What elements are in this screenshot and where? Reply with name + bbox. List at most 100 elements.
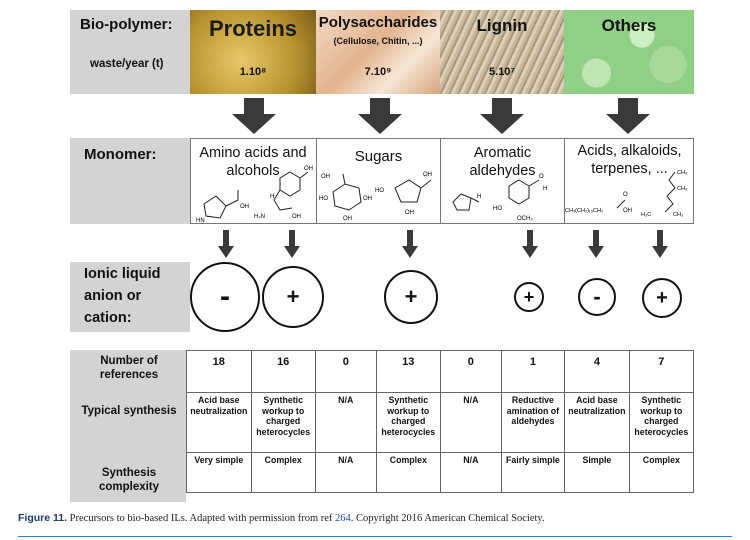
arrow-proteins	[232, 98, 276, 134]
synthesis-cell: Acid base neutralization	[186, 392, 252, 453]
small-arrow-5	[588, 230, 604, 258]
tyrosine-structure: OH H₂N H OH	[254, 166, 313, 220]
glucose-ho: HO	[319, 196, 328, 202]
tyrosine-nh2: H₂N	[254, 214, 265, 220]
proline-oh: OH	[240, 204, 249, 210]
references-cell: 0	[439, 350, 502, 393]
synthesis-cell: Synthetic workup to charged heterocycles	[628, 392, 695, 453]
monomer-amino-text: Amino acids and alcohols	[199, 145, 307, 179]
furfural-h: H	[477, 194, 481, 200]
table-row-header-background	[70, 350, 186, 502]
complexity-cell: Very simple	[186, 452, 252, 493]
ion-circle-6: +	[642, 278, 682, 318]
furfural-structure: H	[452, 193, 481, 211]
glucose-oh-right: OH	[363, 196, 372, 202]
references-table: 18 16 0 13 0 1 4 7 Acid base neutralizat…	[186, 350, 695, 493]
glucose-oh-bottom: OH	[343, 216, 352, 222]
caption-tail: . Copyright 2016 American Chemical Socie…	[350, 513, 545, 524]
synthesis-cell: Acid base neutralization	[564, 392, 630, 453]
caption-ref-link[interactable]: 264	[335, 513, 351, 524]
complexity-cell: N/A	[314, 452, 377, 493]
glucose-oh-top: OH	[321, 174, 330, 180]
arrow-others	[606, 98, 650, 134]
ion-circle-2: +	[262, 266, 324, 328]
figure-caption: Figure 11. Precursors to bio-based ILs. …	[18, 512, 545, 524]
arrow-lignin	[480, 98, 524, 134]
monomer-cell-sugars: Sugars OH HO OH OH OH HO OH	[316, 138, 440, 224]
tyrosine-h: H	[270, 194, 274, 200]
fructose-ho: HO	[375, 188, 384, 194]
fatty-acid-chain: CH₃(CH₂)₁₅CH₂	[565, 208, 603, 214]
polysaccharides-waste: 7.10⁹	[364, 66, 392, 78]
monomer-cell-amino: Amino acids and alcohols OH HN OH H₂N H …	[190, 138, 316, 224]
lignin-label: Lignin	[476, 16, 528, 35]
small-arrow-4	[522, 230, 538, 258]
references-cell: 1	[500, 350, 566, 393]
complexity-cell: Simple	[564, 452, 630, 493]
caption-rule	[18, 536, 732, 537]
lignin-waste: 5.10⁷	[489, 66, 515, 78]
ion-circle-1: -	[190, 262, 260, 332]
vanillin-ho: HO	[493, 206, 502, 212]
references-cell: 4	[564, 350, 630, 393]
table-row: Very simple Complex N/A Complex N/A Fair…	[186, 452, 695, 493]
references-cell: 18	[186, 350, 252, 393]
references-cell: 7	[628, 350, 695, 393]
polysaccharides-sub: (Cellulose, Chitin, ...)	[333, 36, 423, 46]
glucose-structure: OH HO OH OH	[319, 173, 372, 222]
references-cell: 0	[314, 350, 377, 393]
ion-circle-3: +	[384, 270, 438, 324]
proline-structure: OH HN	[196, 190, 249, 224]
monomer-sugars-text: Sugars	[354, 148, 403, 165]
waste-row-label: waste/year (t)	[90, 58, 164, 70]
tyrosine-oh: OH	[304, 166, 313, 172]
monomer-row-label: Monomer:	[84, 146, 157, 163]
table-row: Acid base neutralization Synthetic worku…	[186, 392, 695, 453]
monomer-row-background	[70, 138, 190, 224]
ionic-row-background	[70, 262, 190, 332]
lignin-photo: Lignin 5.10⁷	[440, 10, 564, 94]
references-cell: 13	[375, 350, 441, 393]
proteins-photo: Proteins 1.10⁸	[190, 10, 316, 94]
synthesis-cell: N/A	[439, 392, 502, 453]
vanillin-och3: OCH₃	[517, 216, 533, 222]
caption-text: Precursors to bio-based ILs. Adapted wit…	[67, 513, 336, 524]
monomer-others-text: Acids, alkaloids, terpenes, ...	[577, 143, 682, 177]
polysaccharides-label: Polysaccharides	[318, 14, 438, 31]
ionic-row-label-1: Ionic liquid	[84, 266, 161, 282]
complexity-cell: Complex	[375, 452, 441, 493]
synthesis-cell: Synthetic workup to charged heterocycles	[250, 392, 316, 453]
monomer-cell-aromatic: Aromatic aldehydes H O H HO OCH₃	[440, 138, 564, 224]
terpene-h3c: H₃C	[641, 212, 651, 218]
vanillin-o: O	[539, 174, 544, 180]
biopolymer-row-label: Bio-polymer:	[80, 16, 173, 33]
vanillin-structure: O H HO OCH₃	[493, 174, 547, 222]
synthesis-cell: Synthetic workup to charged heterocycles	[375, 392, 441, 453]
synthesis-cell: N/A	[314, 392, 377, 453]
references-cell: 16	[250, 350, 316, 393]
proline-nh: HN	[196, 218, 205, 224]
fructose-structure: OH HO OH	[375, 172, 432, 216]
polysaccharides-photo: Polysaccharides (Cellulose, Chitin, ...)…	[316, 10, 440, 94]
others-photo: Others	[564, 10, 694, 94]
monomer-box	[190, 138, 694, 224]
complexity-cell: Fairly simple	[500, 452, 566, 493]
fatty-acid-structure: CH₃(CH₂)₁₅CH₂ O OH	[565, 192, 632, 214]
vanillin-h: H	[543, 186, 547, 192]
complexity-cell: Complex	[628, 452, 695, 493]
fatty-acid-oh: OH	[623, 208, 632, 214]
tyrosine-oh2: OH	[292, 214, 301, 220]
row-header-typical-synthesis: Typical synthesis	[81, 405, 177, 417]
ionic-row-label-2: anion or	[84, 288, 142, 304]
terpene-ch3-bottom: CH₃	[673, 212, 683, 218]
complexity-cell: N/A	[439, 452, 502, 493]
row-header-references: Number of references	[99, 355, 159, 381]
biopolymer-row-background	[70, 10, 190, 94]
terpene-structure: CH₃ CH₃ H₃C CH₃	[641, 170, 687, 218]
small-arrow-3	[402, 230, 418, 258]
small-arrow-1	[218, 230, 234, 258]
fructose-oh-top: OH	[423, 172, 432, 178]
arrow-polysaccharides	[358, 98, 402, 134]
row-header-complexity: Synthesis complexity	[98, 467, 160, 493]
monomer-aromatic-text: Aromatic aldehydes	[469, 145, 536, 179]
